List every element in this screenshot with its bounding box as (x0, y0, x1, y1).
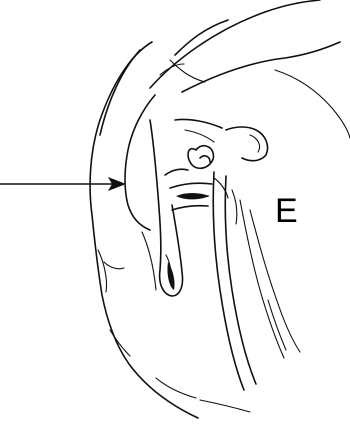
upper-limb-structure (150, 0, 350, 138)
figure-label: E (275, 192, 298, 230)
fossa-region (125, 95, 212, 296)
pointer-arrow (0, 177, 126, 191)
joint-head (175, 119, 268, 224)
